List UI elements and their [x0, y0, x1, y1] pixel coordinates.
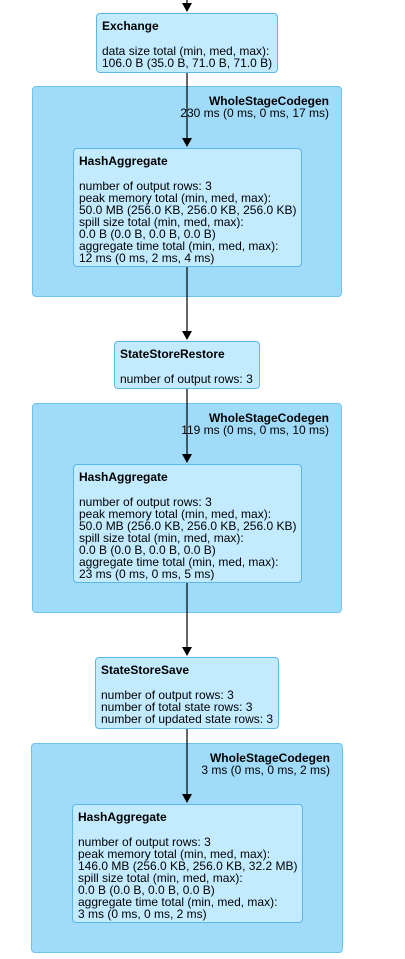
node-metric: number of output rows: 3 [79, 179, 212, 193]
hash-aggregate-node-1[interactable]: HashAggregate number of output rows: 3 p… [73, 148, 302, 267]
node-metric: 50.0 MB (256.0 KB, 256.0 KB, 256.0 KB) [79, 519, 297, 533]
node-metric: number of updated state rows: 3 [101, 712, 274, 726]
node-metric: number of output rows: 3 [120, 372, 253, 386]
node-metric: spill size total (min, med, max): [79, 215, 244, 229]
cluster-title: WholeStageCodegen [208, 94, 329, 108]
exchange-node[interactable]: Exchange data size total (min, med, max)… [96, 13, 278, 73]
node-metric: 12 ms (0 ms, 2 ms, 4 ms) [79, 251, 215, 265]
node-title: HashAggregate [79, 154, 168, 168]
node-metric: 0.0 B (0.0 B, 0.0 B, 0.0 B) [78, 883, 215, 897]
node-metric: data size total (min, med, max): [102, 44, 270, 58]
node-metric: 0.0 B (0.0 B, 0.0 B, 0.0 B) [79, 543, 216, 557]
node-metric: aggregate time total (min, med, max): [79, 239, 279, 253]
node-title: HashAggregate [79, 470, 168, 484]
node-metric: 3 ms (0 ms, 0 ms, 2 ms) [78, 907, 207, 921]
state-store-save-node[interactable]: StateStoreSave number of output rows: 3 … [95, 657, 279, 729]
node-metric: 0.0 B (0.0 B, 0.0 B, 0.0 B) [79, 227, 216, 241]
node-metric: number of output rows: 3 [79, 495, 212, 509]
cluster-metric: 119 ms (0 ms, 0 ms, 10 ms) [181, 423, 329, 437]
hash-aggregate-node-2[interactable]: HashAggregate number of output rows: 3 p… [73, 464, 302, 583]
node-title: StateStoreRestore [120, 347, 225, 361]
node-metric: 50.0 MB (256.0 KB, 256.0 KB, 256.0 KB) [79, 203, 297, 217]
node-metric: 23 ms (0 ms, 0 ms, 5 ms) [79, 567, 215, 581]
node-metric: aggregate time total (min, med, max): [78, 895, 278, 909]
node-metric: peak memory total (min, med, max): [78, 847, 271, 861]
node-title: HashAggregate [78, 810, 167, 824]
hash-aggregate-node-3[interactable]: HashAggregate number of output rows: 3 p… [72, 804, 303, 923]
node-metric: number of output rows: 3 [78, 835, 211, 849]
node-metric: peak memory total (min, med, max): [79, 191, 272, 205]
node-metric: peak memory total (min, med, max): [79, 507, 272, 521]
node-metric: aggregate time total (min, med, max): [79, 555, 279, 569]
node-title: Exchange [102, 19, 159, 33]
node-metric: spill size total (min, med, max): [78, 871, 243, 885]
cluster-title: WholeStageCodegen [208, 411, 329, 425]
node-metric: spill size total (min, med, max): [79, 531, 244, 545]
node-title: StateStoreSave [101, 663, 190, 677]
node-metric: number of total state rows: 3 [101, 700, 253, 714]
state-store-restore-node[interactable]: StateStoreRestore number of output rows:… [114, 341, 260, 389]
node-metric: 146.0 MB (256.0 KB, 256.0 KB, 32.2 MB) [78, 859, 298, 873]
node-metric: 106.0 B (35.0 B, 71.0 B, 71.0 B) [102, 56, 273, 70]
cluster-title: WholeStageCodegen [209, 751, 330, 765]
cluster-metric: 3 ms (0 ms, 0 ms, 2 ms) [201, 763, 330, 777]
cluster-metric: 230 ms (0 ms, 0 ms, 17 ms) [180, 106, 329, 120]
node-metric: number of output rows: 3 [101, 688, 234, 702]
